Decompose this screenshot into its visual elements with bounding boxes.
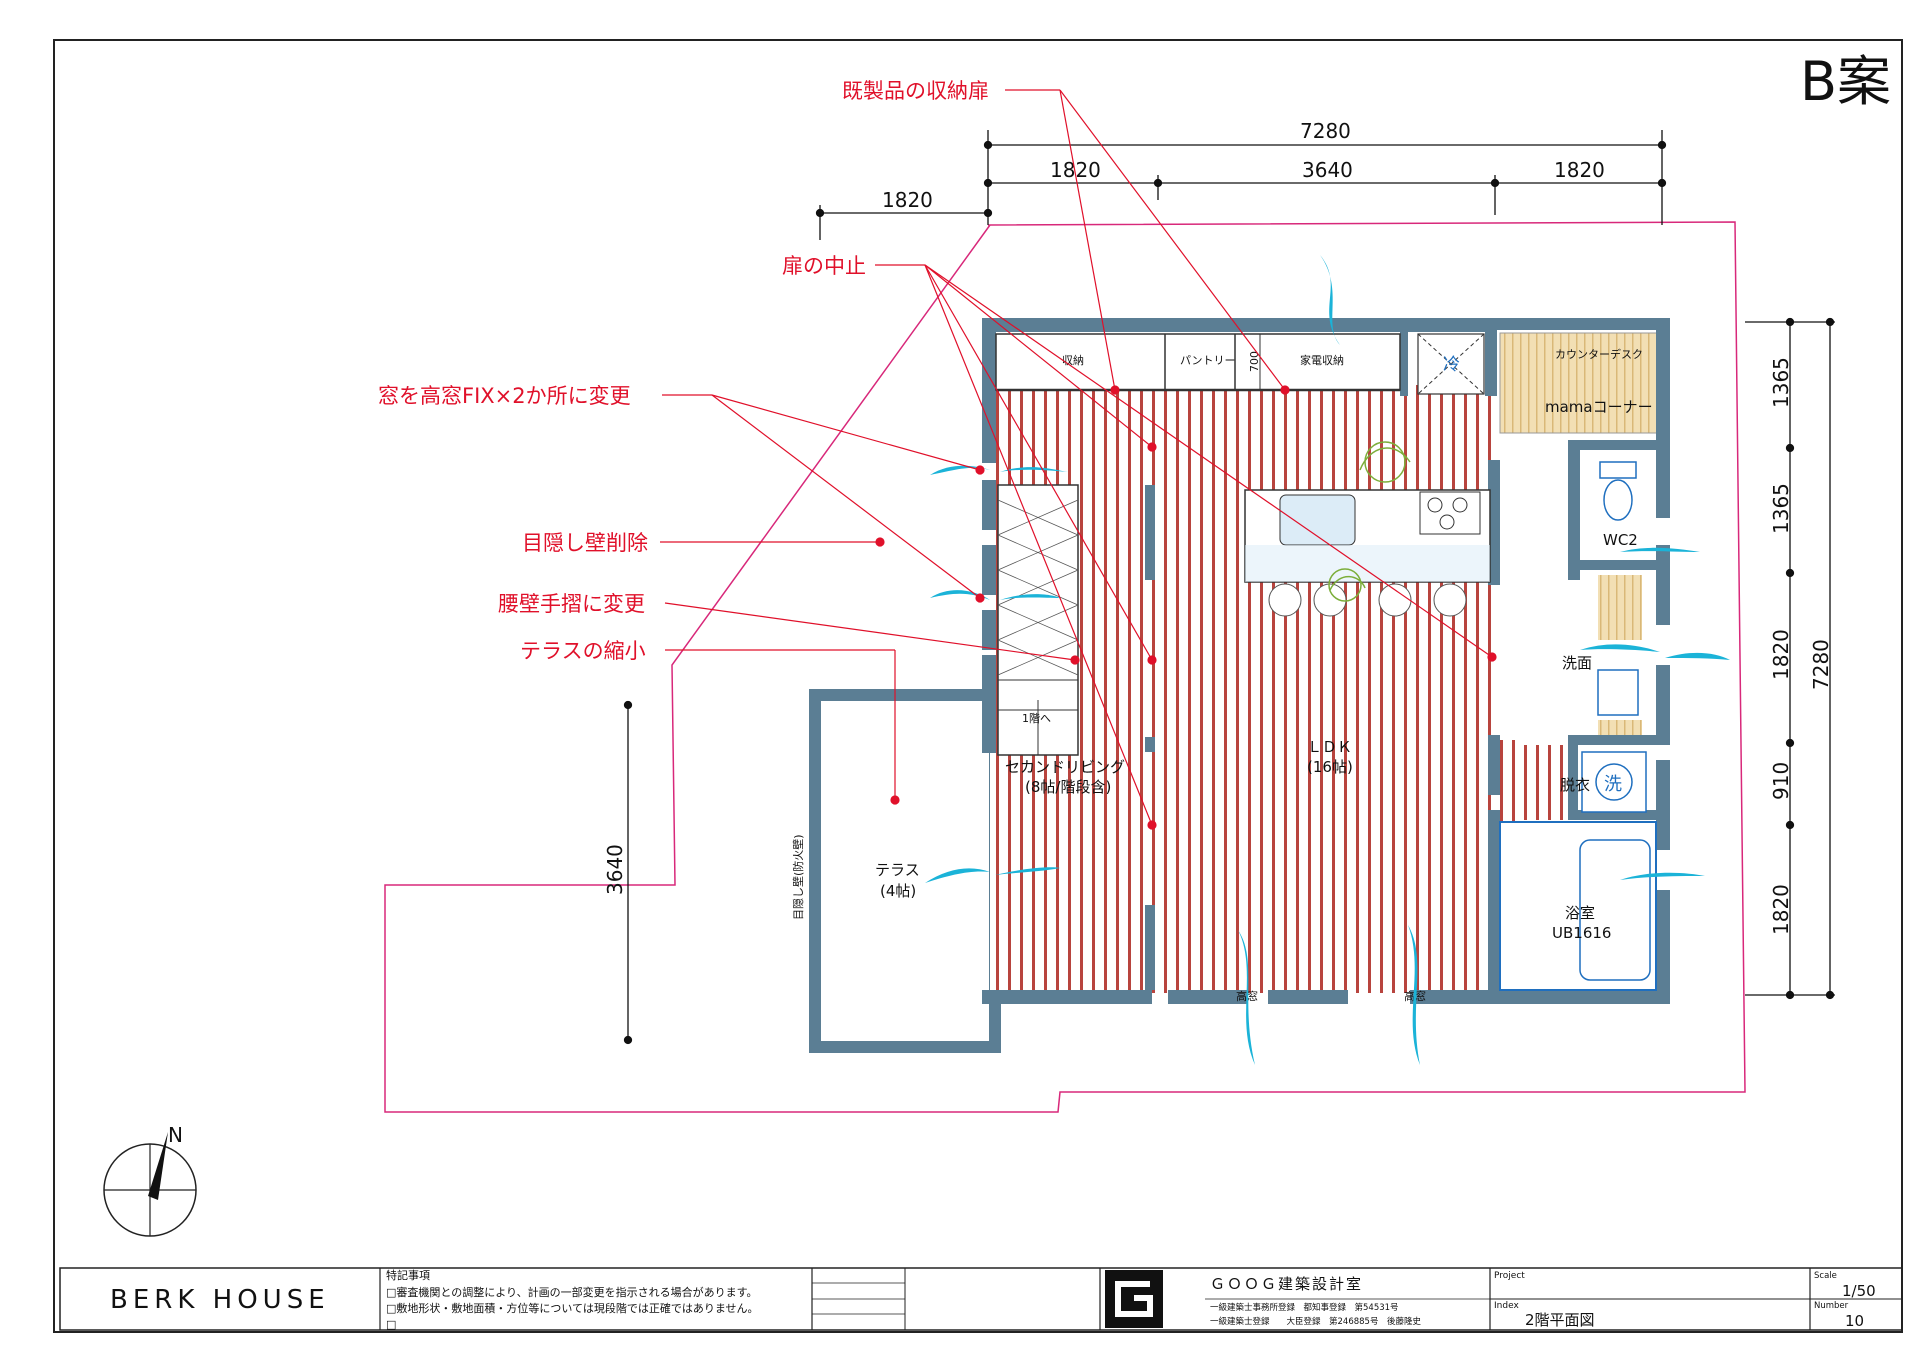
dim-right-total: 7280	[1809, 639, 1833, 690]
annotation-handrail: 腰壁手摺に変更	[498, 592, 645, 616]
mama-corner-label: mamaコーナー	[1545, 398, 1653, 416]
note-3: □	[386, 1318, 396, 1331]
wc-label: WC2	[1603, 531, 1638, 549]
dim-right-3: 1820	[1769, 629, 1793, 680]
drawing-frame	[53, 39, 1903, 1333]
bathroom: 浴室 UB1616	[1499, 821, 1657, 991]
washroom: 洗面	[1562, 640, 1656, 720]
dim-left-terrace: 3640	[603, 844, 627, 895]
number-value: 10	[1845, 1312, 1864, 1330]
terrace-size-label: (4帖)	[880, 882, 916, 900]
storage-depth-label: 700	[1248, 351, 1261, 372]
second-living-size-label: (8帖/階段含)	[1025, 778, 1111, 796]
dim-top-total: 7280	[1300, 119, 1351, 143]
dim-right-5: 1820	[1769, 884, 1793, 935]
north-arrow: N	[103, 1123, 197, 1237]
annotation-terrace-reduce: テラスの縮小	[520, 639, 646, 663]
ldk-size-label: (16帖)	[1307, 758, 1353, 776]
washer-label: 洗	[1604, 774, 1622, 795]
firm-logo	[1105, 1270, 1163, 1328]
stair-down-label: 1階へ	[1022, 711, 1051, 725]
annotation-remove-screen-wall: 目隠し壁削除	[522, 531, 648, 555]
plant-sketch	[1328, 441, 1411, 602]
dim-top-right: 1820	[1554, 158, 1605, 182]
wind-arrows	[925, 255, 1730, 1065]
site-boundary	[384, 221, 1746, 1113]
notes-title: 特記事項	[386, 1268, 430, 1282]
firm-registration-2: 一級建築士登録 大臣登録 第246885号 後藤隆史	[1210, 1316, 1421, 1327]
storage-strip: 収納 パントリー 家電収納 700	[995, 333, 1401, 392]
plan-option-label: B案	[1800, 50, 1891, 113]
note-1: □審査機関との調整により、計画の一部変更を指示される場合があります。	[386, 1285, 758, 1299]
firm-name: ＧＯＯＧ建築設計室	[1210, 1275, 1363, 1293]
storage-label: 収納	[1062, 354, 1084, 367]
second-living-label: セカンドリビング	[1005, 758, 1125, 776]
north-label: N	[168, 1123, 183, 1147]
appliance-storage-label: 家電収納	[1300, 353, 1344, 367]
washroom-label: 洗面	[1562, 654, 1592, 672]
annotation-storage-door: 既製品の収納扉	[842, 79, 989, 103]
index-label: Index	[1494, 1301, 1519, 1311]
pantry-label: パントリー	[1180, 354, 1236, 367]
annotation-door-cancel: 扉の中止	[782, 254, 866, 278]
terrace-label: テラス	[875, 861, 920, 879]
screen-wall-label: 目隠し壁(防火壁)	[791, 834, 805, 920]
index-value: 2階平面図	[1525, 1311, 1595, 1329]
kitchen-island	[1244, 489, 1491, 583]
bath-type-label: UB1616	[1552, 924, 1611, 942]
project-name: BERK HOUSE	[110, 1285, 330, 1315]
title-block	[59, 1267, 1903, 1331]
bath-label: 浴室	[1565, 904, 1595, 922]
stairs: 1階へ	[997, 484, 1079, 756]
counter-desk	[1499, 332, 1661, 434]
annotation-high-window: 窓を高窓FIX×2か所に変更	[378, 384, 631, 408]
ldk-label: ＬＤＫ	[1307, 738, 1352, 756]
firm-registration-1: 一級建築士事務所登録 都知事登録 第54531号	[1210, 1302, 1399, 1313]
dim-top-mid: 3640	[1302, 158, 1353, 182]
counter-desk-label: カウンターデスク	[1555, 347, 1643, 361]
scale-value: 1/50	[1842, 1282, 1876, 1300]
wc-room: WC2	[1580, 452, 1656, 560]
fridge: 冷	[1417, 333, 1485, 395]
number-label: Number	[1814, 1301, 1849, 1311]
scale-label: Scale	[1814, 1271, 1837, 1281]
dimension-lines	[623, 130, 1835, 1045]
dressing-label: 脱衣	[1560, 776, 1590, 794]
dim-right-2: 1365	[1769, 483, 1793, 534]
dim-top-offset: 1820	[882, 188, 933, 212]
annotation-leaders	[660, 89, 1497, 830]
walls	[982, 318, 1670, 1004]
project-label: Project	[1494, 1271, 1525, 1281]
dim-right-1: 1365	[1769, 357, 1793, 408]
dim-right-4: 910	[1769, 762, 1793, 800]
dim-top-left: 1820	[1050, 158, 1101, 182]
fridge-label: 冷	[1443, 355, 1460, 375]
dressing-room: 洗 脱衣	[1500, 745, 1647, 820]
note-2: □敷地形状・敷地面積・方位等については現段階では正確ではありません。	[386, 1301, 759, 1315]
stools	[1268, 583, 1467, 617]
